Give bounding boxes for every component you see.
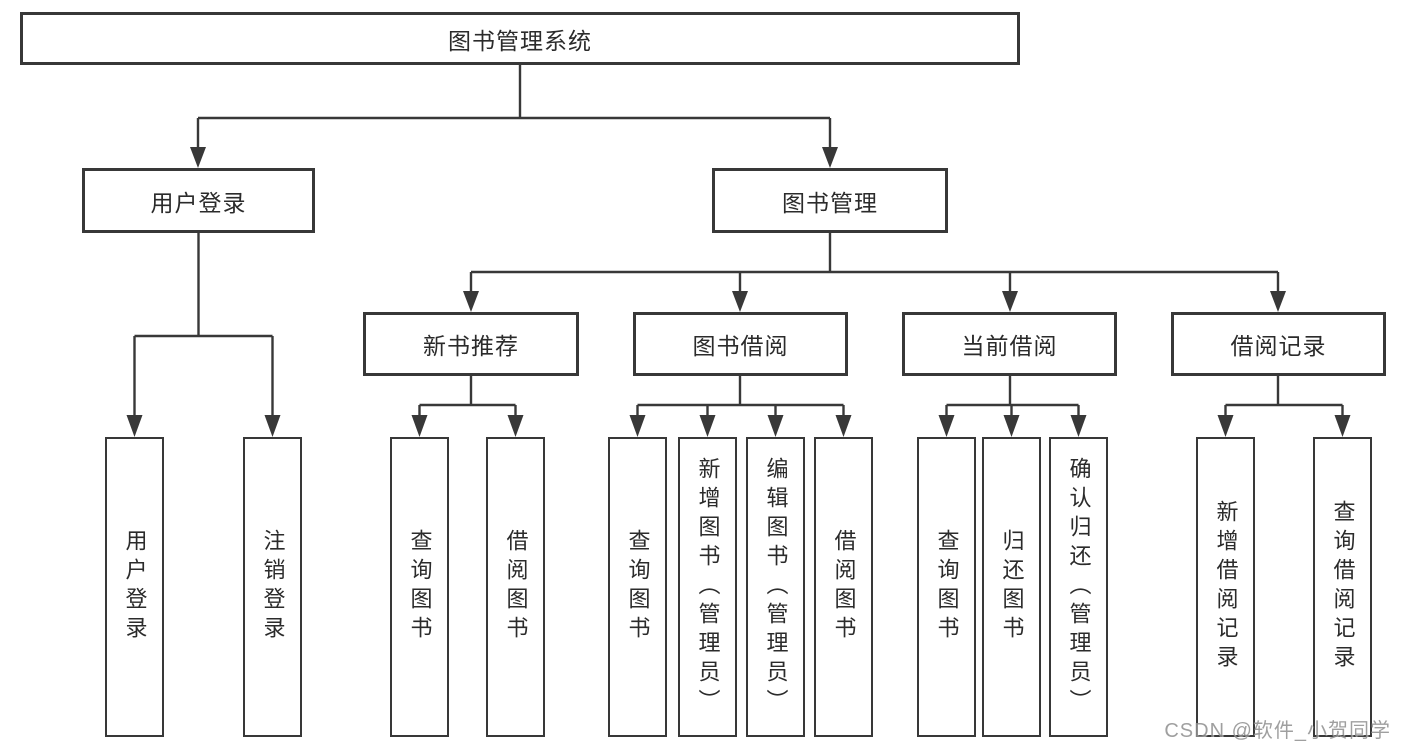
leaf-edit-book-admin-label: 编辑图书（管理员） <box>763 456 789 718</box>
node-current-borrow-label: 当前借阅 <box>961 333 1058 359</box>
node-book-management: 图书管理 <box>712 168 948 233</box>
node-new-book-recommend: 新书推荐 <box>363 312 579 376</box>
tree-edges <box>133 65 1344 416</box>
leaf-query-borrow-record-label: 查询借阅记录 <box>1330 500 1356 674</box>
leaf-logout: 注销登录 <box>243 437 302 737</box>
leaf-user-login: 用户登录 <box>105 437 164 737</box>
node-user-login: 用户登录 <box>82 168 315 233</box>
leaf-query-books-recommend: 查询图书 <box>390 437 449 737</box>
leaf-edit-book-admin: 编辑图书（管理员） <box>746 437 805 737</box>
leaf-borrow-books-recommend-label: 借阅图书 <box>503 529 529 645</box>
leaf-borrow-books-recommend: 借阅图书 <box>486 437 545 737</box>
node-book-management-label: 图书管理 <box>782 189 878 216</box>
leaf-user-login-label: 用户登录 <box>122 529 148 645</box>
leaf-borrow-books-label: 借阅图书 <box>831 529 857 645</box>
leaf-confirm-return-admin-label: 确认归还（管理员） <box>1066 456 1092 718</box>
leaf-query-books-current-label: 查询图书 <box>934 529 960 645</box>
node-book-borrow-label: 图书借阅 <box>692 333 789 359</box>
leaf-return-book: 归还图书 <box>982 437 1041 737</box>
node-new-book-recommend-label: 新书推荐 <box>423 333 519 359</box>
node-borrow-records-label: 借阅记录 <box>1230 333 1327 359</box>
leaf-query-books-borrow: 查询图书 <box>608 437 667 737</box>
leaf-borrow-books: 借阅图书 <box>814 437 873 737</box>
node-book-borrow: 图书借阅 <box>633 312 848 376</box>
node-root-label: 图书管理系统 <box>448 27 592 54</box>
node-borrow-records: 借阅记录 <box>1171 312 1386 376</box>
node-current-borrow: 当前借阅 <box>902 312 1117 376</box>
leaf-add-borrow-record-label: 新增借阅记录 <box>1213 500 1239 674</box>
leaf-return-book-label: 归还图书 <box>999 529 1025 645</box>
leaf-add-book-admin: 新增图书（管理员） <box>678 437 737 737</box>
leaf-query-books-borrow-label: 查询图书 <box>625 529 651 645</box>
arrowheads <box>126 147 1351 437</box>
leaf-add-book-admin-label: 新增图书（管理员） <box>695 456 721 718</box>
leaf-query-borrow-record: 查询借阅记录 <box>1313 437 1372 737</box>
leaf-logout-label: 注销登录 <box>260 529 286 645</box>
leaf-query-books-recommend-label: 查询图书 <box>407 529 433 645</box>
node-user-login-label: 用户登录 <box>150 189 247 216</box>
leaf-confirm-return-admin: 确认归还（管理员） <box>1049 437 1108 737</box>
node-root: 图书管理系统 <box>20 12 1020 65</box>
leaf-add-borrow-record: 新增借阅记录 <box>1196 437 1255 737</box>
watermark: CSDN @软件_小贺同学 <box>1164 720 1391 742</box>
leaf-query-books-current: 查询图书 <box>917 437 976 737</box>
